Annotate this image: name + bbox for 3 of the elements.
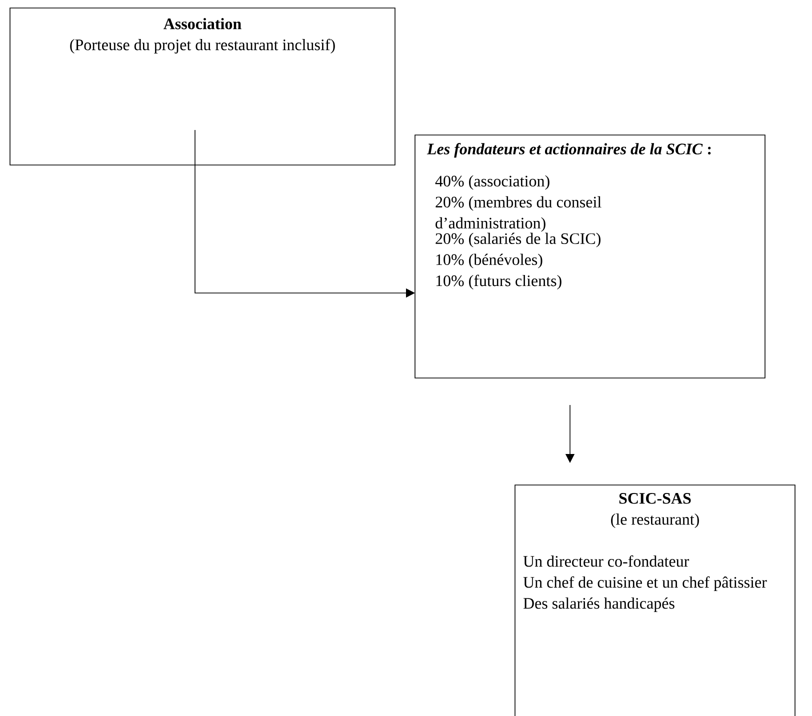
company-box: SCIC-SAS (le restaurant) Un directeur co-fondateur Un chef de cuisine et un chef pâtissier Des salariés handicapés [514, 484, 796, 716]
shareholders-box: Les fondateurs et actionnaires de la SCIC : 40% (association) 20% (membres du conseil d’administration) 20% (salariés de la SCIC) 10% (bénévoles) 10% (futurs clients) [414, 134, 766, 378]
association-box: Association (Porteuse du projet du restaurant inclusif) [10, 8, 396, 166]
